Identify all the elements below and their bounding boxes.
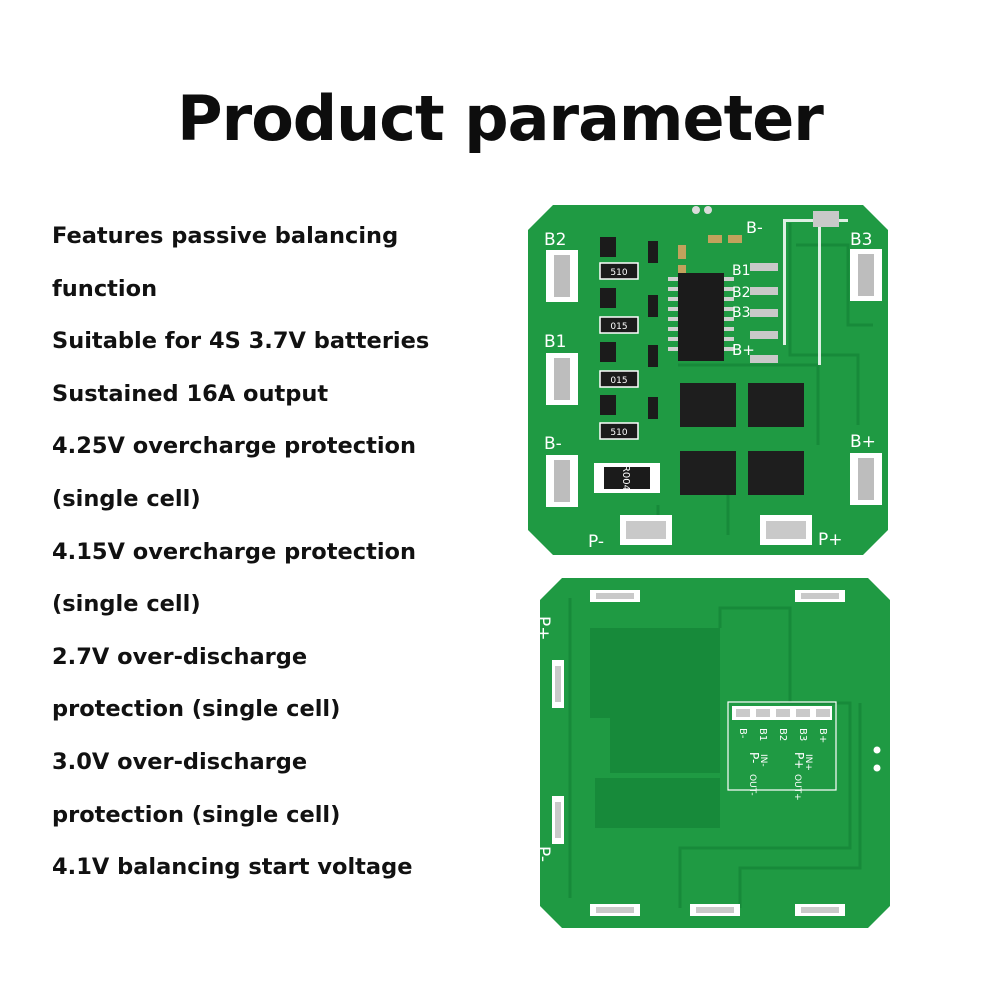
label-p-minus: P-: [588, 532, 604, 552]
label-bottom-p-minus: P-: [540, 846, 553, 862]
spec-line: 4.15V overcharge protection: [52, 538, 417, 565]
balance-pad-block: [732, 706, 832, 720]
pcb-top-svg: 510 015 015 510: [528, 205, 888, 555]
spec-line: 4.25V overcharge protection: [52, 433, 417, 460]
label-b2: B2: [544, 230, 566, 250]
svg-text:015: 015: [610, 376, 627, 386]
resistor-r4: 015: [599, 370, 639, 388]
spec-line: 3.0V over-discharge: [52, 748, 308, 775]
connector-b-plus: [850, 453, 882, 505]
label-inner-b3: B3: [732, 305, 751, 321]
control-ic: [668, 273, 734, 361]
label-inner-b-minus: B-: [746, 218, 763, 237]
spec-line: Sustained 16A output: [52, 380, 329, 407]
pcb-bottom-image: P+ P- B- B1 B2 B3 B+ P- P+ IN- IN+ OUT- …: [540, 578, 890, 928]
pad-label-b2: B2: [777, 728, 788, 741]
spec-line: 4.1V balancing start voltage: [52, 854, 413, 881]
spec-line: (single cell): [52, 485, 201, 512]
out-label-p-plus: P+: [792, 752, 806, 769]
spec-list: Features passive balancing function Suit…: [52, 218, 472, 902]
pad-label-b3: B3: [797, 728, 808, 741]
pcb-top-substrate: [528, 205, 888, 555]
resistor-r2: 015: [599, 316, 639, 334]
label-inner-b-plus: B+: [732, 341, 755, 359]
spec-line: 2.7V over-discharge: [52, 643, 308, 670]
label-inner-b2: B2: [732, 285, 751, 301]
label-b1: B1: [544, 332, 566, 352]
pcb-top-image: 510 015 015 510: [528, 205, 888, 555]
pcb-bottom-svg: P+ P- B- B1 B2 B3 B+ P- P+ IN- IN+ OUT- …: [540, 578, 890, 928]
spec-line: protection (single cell): [52, 801, 341, 828]
spec-line: function: [52, 275, 158, 302]
pad-label-b-minus: B-: [737, 728, 748, 739]
spec-line: Features passive balancing: [52, 223, 399, 249]
spec-line: (single cell): [52, 591, 201, 618]
svg-text:510: 510: [610, 428, 627, 438]
label-inner-b1: B1: [732, 263, 751, 279]
shunt-resistor: R004: [594, 463, 660, 493]
connector-b2: [546, 250, 578, 302]
spec-line: Suitable for 4S 3.7V batteries: [52, 328, 430, 355]
pad-label-b1: B1: [757, 728, 768, 741]
pad-label-b-plus: B+: [817, 728, 828, 743]
out-label-in-minus: IN-: [758, 754, 768, 767]
label-bottom-p-plus: P+: [540, 616, 553, 641]
spec-line: protection (single cell): [52, 696, 341, 723]
label-b-minus: B-: [544, 434, 562, 454]
connector-b3: [850, 249, 882, 301]
connector-b1: [546, 353, 578, 405]
connector-b-minus: [546, 455, 578, 507]
resistor-r5: 510: [599, 422, 639, 440]
out-label-in-plus: IN+: [803, 754, 813, 771]
svg-text:015: 015: [610, 322, 627, 332]
component-column: [600, 237, 658, 419]
label-b-plus: B+: [850, 432, 876, 452]
resistor-r1: 510: [599, 262, 639, 280]
svg-text:510: 510: [610, 268, 627, 278]
label-b3: B3: [850, 230, 872, 250]
out-label-p-minus: P-: [747, 752, 761, 763]
mosfet-array: [680, 383, 804, 495]
page-title: Product parameter: [177, 82, 824, 155]
out-label-out-minus: OUT-: [747, 774, 757, 796]
out-label-out-plus: OUT+: [792, 774, 802, 801]
svg-text:R004: R004: [620, 465, 631, 491]
label-p-plus: P+: [818, 530, 843, 550]
resistor-r3: [600, 344, 638, 356]
